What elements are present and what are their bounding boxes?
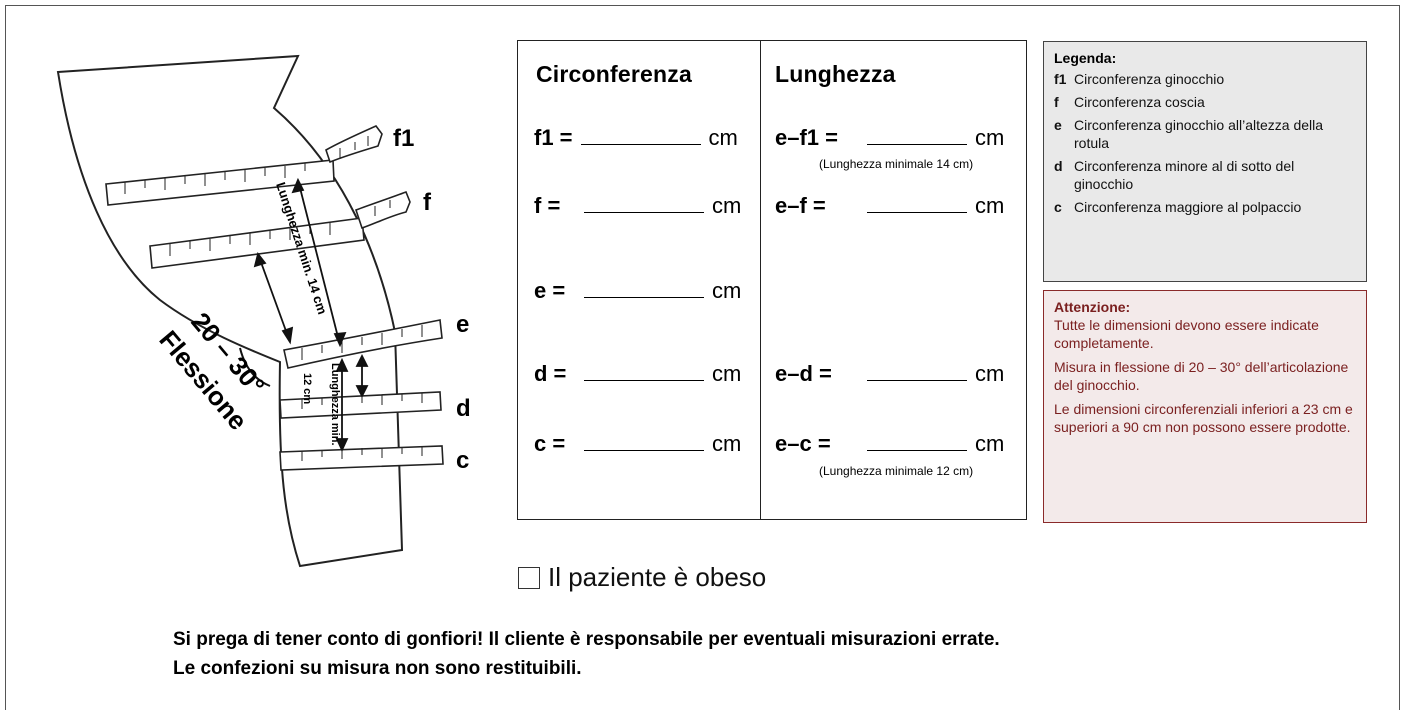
legend-item-f1: f1 Circonferenza ginocchio: [1054, 70, 1356, 88]
legend-item-f: f Circonferenza coscia: [1054, 93, 1356, 111]
legend-box: Legenda: f1 Circonferenza ginocchio f Ci…: [1043, 41, 1367, 282]
flexion-arc: [239, 347, 271, 387]
legend-item-e: e Circonferenza ginocchio all’altezza de…: [1054, 116, 1356, 152]
len-label-e-d: e–d =: [775, 361, 832, 386]
legend-text: Circonferenza ginocchio all’altezza dell…: [1074, 117, 1324, 151]
warning-text-2: Misura in flessione di 20 – 30° dell’art…: [1054, 359, 1349, 393]
circ-field-e[interactable]: [584, 277, 704, 298]
footer-line-2: Le confezioni su misura non sono restitu…: [173, 658, 582, 679]
label-f: f: [423, 189, 432, 216]
measurement-table: Circonferenza Lunghezza f1 = cm f = cm e…: [517, 40, 1027, 520]
circ-unit-c: cm: [712, 431, 742, 456]
obese-checkbox-row: Il paziente è obeso: [518, 562, 766, 593]
circ-unit-e: cm: [712, 278, 742, 303]
length-heading: Lunghezza: [775, 61, 896, 87]
circ-label-d: d =: [534, 361, 567, 386]
len-row-e-f1: e–f1 = cm: [775, 124, 1004, 151]
circ-unit-d: cm: [712, 361, 742, 386]
len-unit-e-d: cm: [975, 361, 1005, 386]
legend-key: c: [1054, 199, 1062, 215]
footer-line-1: Si prega di tener conto di gonfiori! Il …: [173, 629, 1000, 650]
obese-checkbox-label: Il paziente è obeso: [548, 562, 767, 592]
legend-key: f: [1054, 94, 1059, 110]
len-field-e-d[interactable]: [867, 360, 967, 381]
len-field-e-f1[interactable]: [867, 124, 967, 145]
length-lower-label-1: Lunghezza min.: [329, 363, 341, 446]
circ-row-f: f = cm: [534, 192, 741, 219]
legend-title: Legenda:: [1054, 50, 1117, 66]
label-d: d: [456, 395, 471, 422]
len-row-e-f: e–f = cm: [775, 192, 1004, 219]
label-f1: f1: [393, 125, 414, 152]
len-label-e-c: e–c =: [775, 431, 831, 456]
len-unit-e-f1: cm: [975, 125, 1005, 150]
circ-row-e: e = cm: [534, 277, 741, 304]
circ-field-c[interactable]: [584, 430, 704, 451]
leg-measurement-diagram: f1 f e d: [56, 54, 471, 568]
tape-f1: [105, 125, 383, 206]
obese-checkbox[interactable]: [518, 566, 540, 589]
tape-e: [283, 319, 443, 369]
len-row-e-d: e–d = cm: [775, 360, 1004, 387]
circ-row-c: c = cm: [534, 430, 741, 457]
warning-text-1: Tutte le dimensioni devono essere indica…: [1054, 317, 1319, 351]
warning-title: Attenzione:: [1054, 299, 1131, 315]
len-field-e-f[interactable]: [867, 192, 967, 213]
length-lower-label-2: 12 cm: [301, 373, 313, 404]
footer-notice: Si prega di tener conto di gonfiori! Il …: [173, 625, 1000, 683]
circ-row-d: d = cm: [534, 360, 741, 387]
legend-key: e: [1054, 117, 1062, 133]
len-unit-e-f: cm: [975, 193, 1005, 218]
circ-field-d[interactable]: [584, 360, 704, 381]
circumference-heading: Circonferenza: [536, 61, 692, 87]
page-frame: [5, 5, 1400, 710]
legend-key: d: [1054, 158, 1063, 174]
circ-row-f1: f1 = cm: [534, 124, 738, 151]
label-e: e: [456, 311, 469, 338]
table-divider: [760, 41, 761, 519]
circ-label-c: c =: [534, 431, 566, 456]
legend-text: Circonferenza maggiore al polpaccio: [1074, 199, 1302, 215]
legend-text: Circonferenza minore al di sotto del gin…: [1074, 158, 1295, 192]
warning-text-3: Le dimensioni circonferenziali inferiori…: [1054, 401, 1353, 435]
len-label-e-f: e–f =: [775, 193, 826, 218]
legend-key: f1: [1054, 71, 1067, 87]
note-min-12: (Lunghezza minimale 12 cm): [819, 464, 974, 478]
circ-field-f1[interactable]: [580, 124, 701, 145]
len-label-e-f1: e–f1 =: [775, 125, 838, 150]
circ-field-f[interactable]: [584, 192, 704, 213]
legend-item-d: d Circonferenza minore al di sotto del g…: [1054, 157, 1356, 193]
tape-c: [279, 445, 444, 471]
circ-unit-f1: cm: [708, 125, 738, 150]
note-min-14: (Lunghezza minimale 14 cm): [819, 157, 974, 171]
legend-text: Circonferenza ginocchio: [1074, 71, 1225, 87]
circ-label-e: e =: [534, 278, 566, 303]
label-c: c: [456, 447, 469, 474]
len-field-e-c[interactable]: [867, 430, 967, 451]
circ-label-f: f =: [534, 193, 561, 218]
warning-box: Attenzione: Tutte le dimensioni devono e…: [1043, 290, 1367, 523]
len-unit-e-c: cm: [975, 431, 1005, 456]
circ-label-f1: f1 =: [534, 125, 573, 150]
legend-item-c: c Circonferenza maggiore al polpaccio: [1054, 198, 1356, 216]
length-arrows: [253, 177, 369, 453]
legend-text: Circonferenza coscia: [1074, 94, 1205, 110]
len-row-e-c: e–c = cm: [775, 430, 1004, 457]
circ-unit-f: cm: [712, 193, 742, 218]
